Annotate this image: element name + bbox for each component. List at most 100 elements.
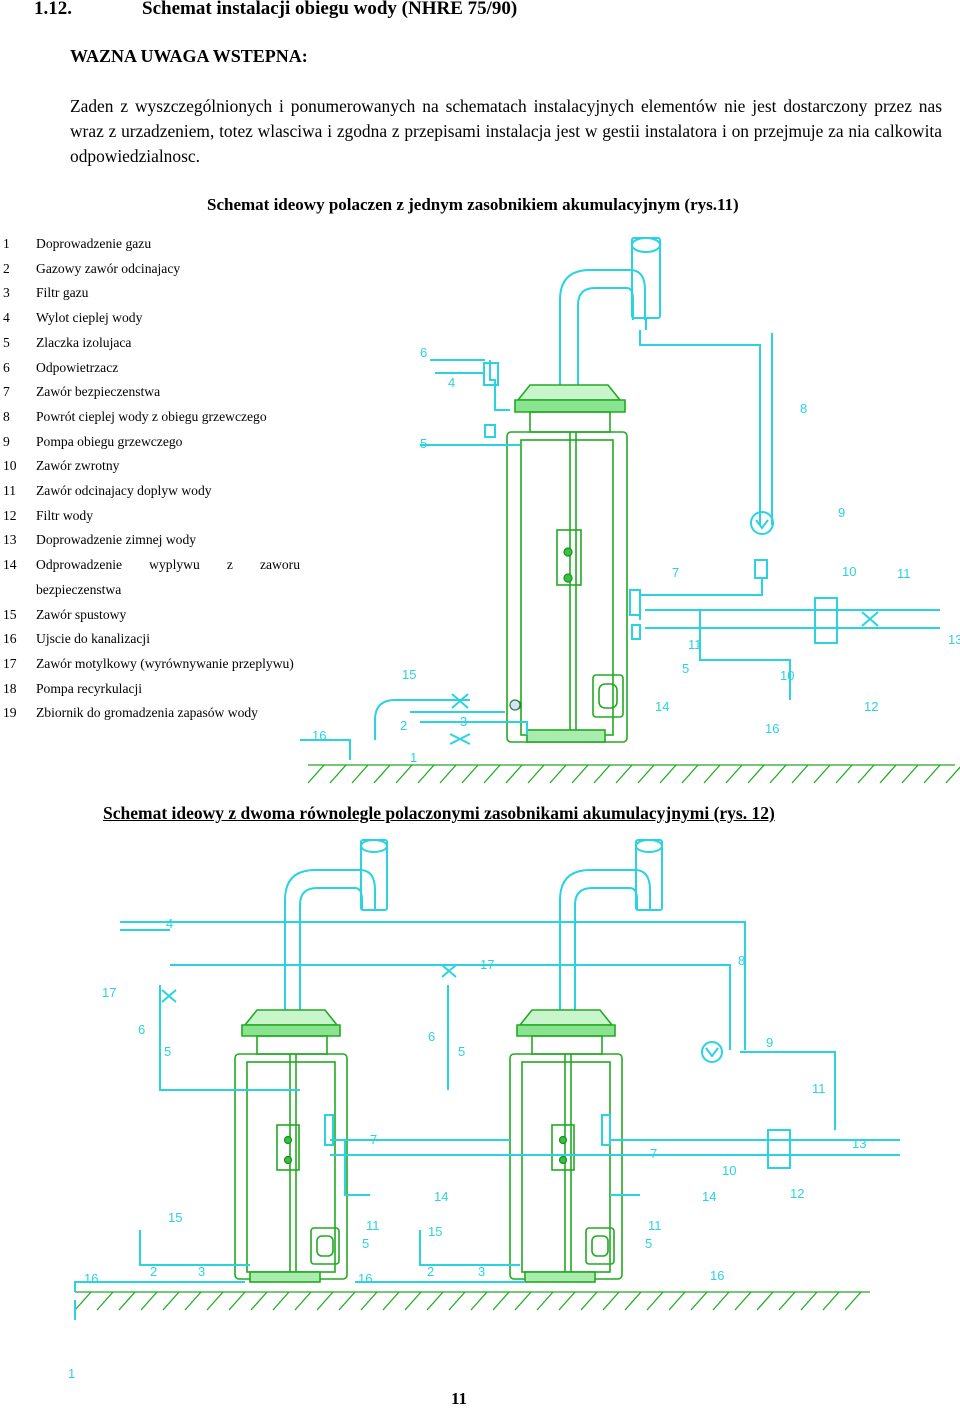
callout-label: 3 [460, 714, 467, 729]
section-number: 1.12. [34, 0, 72, 19]
callout-label: 13 [948, 632, 960, 647]
legend-number: 19 [3, 705, 17, 721]
legend-text: Zawór motylkowy (wyrównywanie przeplywu) [36, 655, 294, 671]
callout-label: 3 [198, 1264, 205, 1279]
callout-label: 15 [402, 667, 416, 682]
legend-item: 10 Zawór zwrotny [0, 454, 300, 479]
legend-number: 17 [3, 655, 17, 671]
callout-label: 5 [420, 436, 427, 451]
legend-text: Filtr gazu [36, 285, 89, 301]
legend-number: 18 [3, 680, 17, 696]
callout-label: 5 [458, 1044, 465, 1059]
page-number: 11 [451, 1389, 468, 1408]
callout-label: 5 [362, 1236, 369, 1251]
legend-number: 8 [3, 408, 10, 424]
water-heater [234, 839, 388, 1283]
callout-label: 11 [688, 637, 702, 652]
legend-number: 15 [3, 606, 17, 622]
callout-label: 8 [800, 401, 807, 416]
callout-label: 5 [164, 1044, 171, 1059]
callout-label: 11 [897, 566, 911, 581]
callout-label: 13 [852, 1136, 866, 1151]
legend-text: Pompa obiegu grzewczego [36, 433, 183, 449]
legend-number: 10 [3, 458, 17, 474]
legend-text: Ujscie do kanalizacji [36, 631, 150, 647]
legend-text: Pompa recyrkulacji [36, 680, 143, 696]
callout-label: 14 [702, 1189, 716, 1204]
legend-item: 14 Odprowadzenie wyplywu z zaworu bezpiec… [0, 553, 300, 602]
legend-number: 11 [3, 483, 17, 499]
legend-number: 1 [3, 236, 10, 251]
legend-text: Doprowadzenie zimnej wody [36, 532, 197, 548]
callout-label: 11 [648, 1218, 662, 1233]
legend-text: Wylot cieplej wody [36, 310, 143, 326]
legend-item: 18 Pompa recyrkulacji [0, 677, 300, 702]
callout-label: 16 [765, 721, 779, 736]
callout-label: 10 [722, 1163, 736, 1178]
legend-number: 6 [3, 359, 10, 375]
legend-number: 9 [3, 433, 10, 449]
callout-label: 5 [645, 1236, 652, 1251]
water-heater [509, 839, 663, 1283]
callout-label: 2 [427, 1264, 434, 1279]
legend-item: 2 Gazowy zawór odcinajacy [0, 257, 300, 282]
callout-label: 6 [420, 345, 427, 360]
legend-text: Odprowadzenie wyplywu z zaworu bezpiecze… [36, 557, 300, 597]
callout-label: 10 [780, 668, 794, 683]
legend-number: 14 [3, 557, 17, 573]
callout-label: 10 [842, 564, 856, 579]
legend-number: 4 [3, 310, 10, 326]
legend-text: Gazowy zawór odcinajacy [36, 260, 181, 276]
callout-label: 12 [790, 1186, 804, 1201]
callout-label: 7 [370, 1132, 377, 1147]
legend-number: 12 [3, 507, 17, 523]
diagram1-caption: Schemat ideowy polaczen z jednym zasobni… [207, 195, 739, 214]
legend-text: Zawór odcinajacy doplyw wody [36, 483, 212, 499]
legend-item: 3 Filtr gazu [0, 281, 300, 306]
water-heater [506, 384, 628, 743]
legend-item: 5 Zlaczka izolujaca [0, 331, 300, 356]
callout-label: 9 [838, 505, 845, 520]
section-title: Schemat instalacji obiegu wody (NHRE 75/… [142, 0, 518, 19]
callout-label: 9 [766, 1035, 773, 1050]
callout-label: 17 [102, 985, 116, 1000]
callout-label: 12 [864, 699, 878, 714]
callout-label: 16 [84, 1271, 98, 1286]
callout-label: 14 [434, 1189, 448, 1204]
legend-number: 5 [3, 334, 10, 350]
callout-label: 3 [478, 1264, 485, 1279]
callout-label: 5 [682, 661, 689, 676]
pipework [74, 921, 900, 1320]
legend-number: 3 [3, 285, 10, 301]
callout-label: 15 [428, 1224, 442, 1239]
callout-label: 2 [400, 718, 407, 733]
callout-label: 15 [168, 1210, 182, 1225]
callout-label: 1 [68, 1366, 75, 1381]
legend-text: Zawór zwrotny [36, 458, 120, 474]
callout-label: 4 [448, 375, 455, 390]
legend-item: 15 Zawór spustowy [0, 603, 300, 628]
note-text: Zaden z wyszczególnionych i ponumerowany… [70, 96, 942, 166]
legend-text: Zawór spustowy [36, 606, 127, 622]
callout-label: 11 [812, 1081, 826, 1096]
callout-label: 1 [410, 750, 417, 765]
callout-label: 6 [138, 1022, 145, 1037]
legend-item: 17 Zawór motylkowy (wyrównywanie przeplyw… [0, 652, 300, 677]
callout-label: 7 [672, 565, 679, 580]
flue-pipe [559, 237, 661, 385]
legend-number: 2 [3, 260, 10, 276]
callout-label: 7 [650, 1146, 657, 1161]
legend-item: 11 Zawór odcinajacy doplyw wody [0, 479, 300, 504]
legend-text: Zlaczka izolujaca [36, 334, 132, 350]
legend-number: 7 [3, 384, 10, 400]
